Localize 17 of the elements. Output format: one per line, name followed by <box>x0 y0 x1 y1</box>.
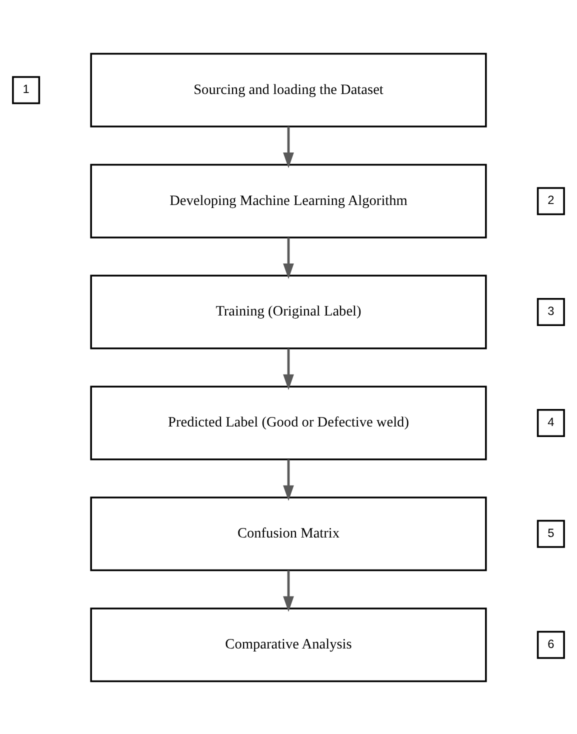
arrow <box>283 237 294 278</box>
node-box: 2 <box>536 186 565 215</box>
node-box: Confusion Matrix <box>90 496 487 571</box>
node-box: 6 <box>536 630 565 658</box>
node-box: Developing Machine Learning Algorithm <box>90 163 487 238</box>
node-box: 4 <box>536 408 565 436</box>
node-box: Training (Original Label) <box>90 274 487 349</box>
node-box: 3 <box>536 298 565 326</box>
node-box: 1 <box>12 76 40 104</box>
arrow <box>283 570 294 612</box>
arrow <box>283 348 294 390</box>
arrow <box>283 126 294 168</box>
node-box: Predicted Label (Good or Defective weld) <box>90 385 487 460</box>
node-box: Comparative Analysis <box>90 607 487 682</box>
node-box: 5 <box>536 519 565 548</box>
node-box: Sourcing and loading the Dataset <box>90 52 487 127</box>
arrow <box>283 458 294 500</box>
